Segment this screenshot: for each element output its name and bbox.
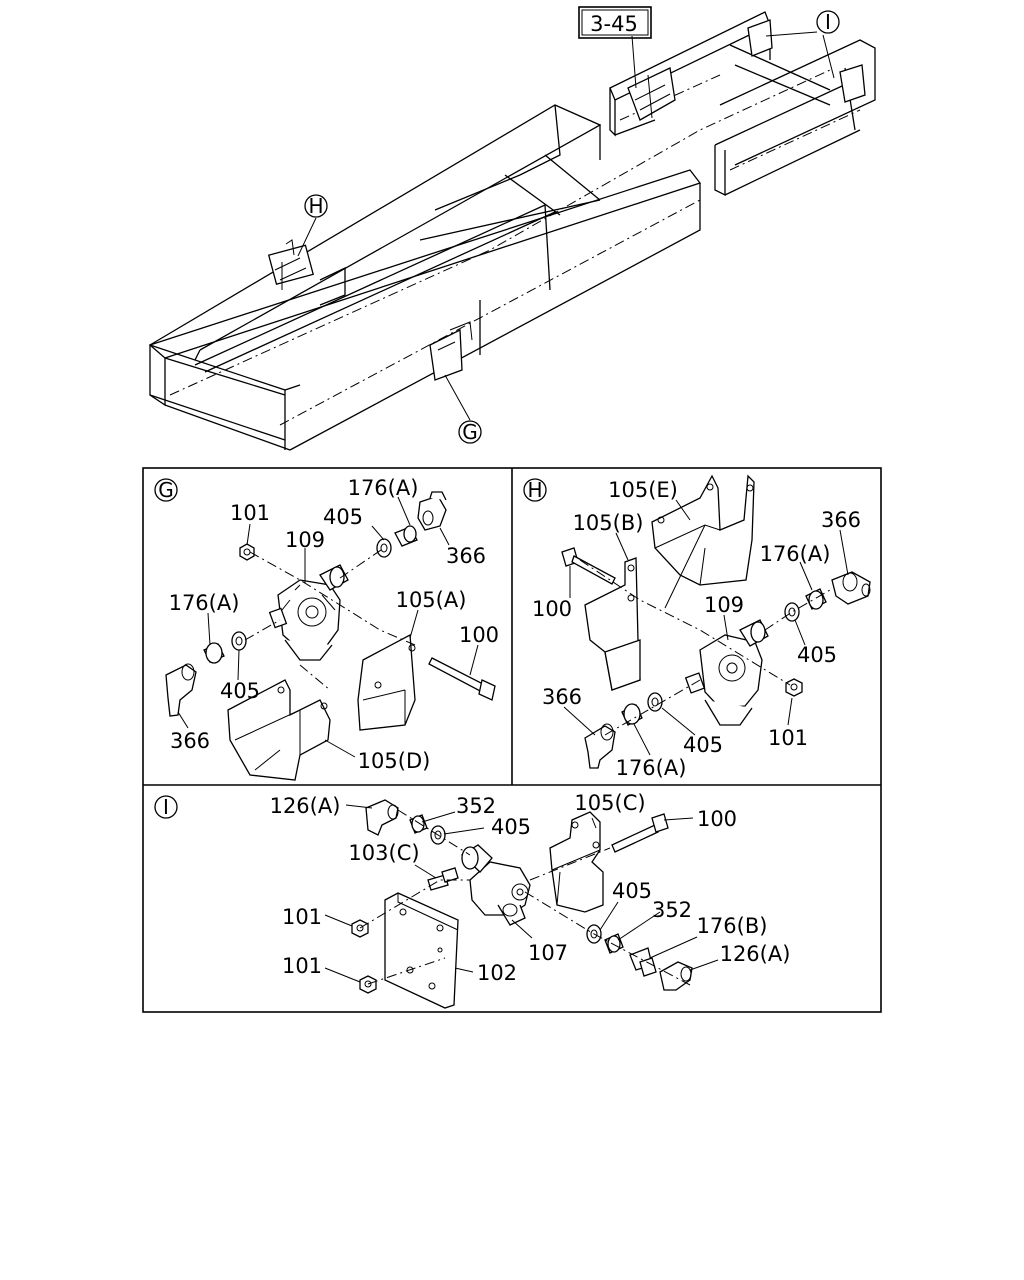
panel-h: H xyxy=(523,474,871,780)
label-366: 366 xyxy=(446,544,486,568)
svg-text:I: I xyxy=(163,795,169,819)
fitting-176a-left xyxy=(203,642,225,664)
label-126a: 126(A) xyxy=(720,942,791,966)
bracket-105a xyxy=(357,633,416,731)
label-352: 352 xyxy=(456,794,496,818)
label-105e: 105(E) xyxy=(608,478,678,502)
fitting-176b xyxy=(629,947,657,977)
bracket-105c xyxy=(549,811,604,913)
relay-valve-109 xyxy=(684,619,769,726)
label-103c: 103(C) xyxy=(348,841,419,865)
fitting-176a-top xyxy=(394,525,418,547)
fitting-176a-bottom xyxy=(621,703,643,726)
valve-assembly-g-location xyxy=(429,321,473,381)
svg-text:G: G xyxy=(158,478,174,502)
panel-h-marker[interactable]: H xyxy=(523,478,547,502)
svg-text:H: H xyxy=(527,478,542,502)
elbow-366-left xyxy=(165,663,197,717)
fitting-176a-top xyxy=(805,588,827,610)
label-405: 405 xyxy=(491,815,531,839)
relay-valve-107 xyxy=(460,844,531,926)
label-109: 109 xyxy=(285,528,325,552)
label-366: 366 xyxy=(170,729,210,753)
elbow-126a-bottom xyxy=(659,961,693,991)
chassis-frame-overview xyxy=(148,11,876,451)
nut-101-bottom xyxy=(359,975,377,994)
detail-panels-frame xyxy=(142,467,882,1013)
label-405: 405 xyxy=(612,879,652,903)
panel-g-marker[interactable]: G xyxy=(154,478,178,502)
overview-marker-g[interactable]: G xyxy=(458,420,482,444)
label-105d: 105(D) xyxy=(358,749,431,773)
panel-g: G xyxy=(154,476,499,781)
label-366: 366 xyxy=(542,685,582,709)
label-101: 101 xyxy=(230,501,270,525)
label-100: 100 xyxy=(532,597,572,621)
label-405: 405 xyxy=(323,505,363,529)
label-405: 405 xyxy=(683,733,723,757)
relay-valve-109 xyxy=(268,564,349,661)
svg-text:G: G xyxy=(462,420,478,444)
label-405: 405 xyxy=(220,679,260,703)
label-176a: 176(A) xyxy=(348,476,419,500)
washer-405-top xyxy=(784,602,800,622)
label-101: 101 xyxy=(768,726,808,750)
valve-assembly-h-location xyxy=(267,239,314,290)
label-109: 109 xyxy=(704,593,744,617)
label-100: 100 xyxy=(697,807,737,831)
bracket-105e xyxy=(651,474,755,586)
label-101: 101 xyxy=(282,905,322,929)
label-405: 405 xyxy=(797,643,837,667)
overview-marker-h[interactable]: H xyxy=(304,194,328,218)
washer-405-left xyxy=(231,631,247,651)
bolt-100 xyxy=(428,657,496,701)
nut-101 xyxy=(239,543,255,561)
svg-text:I: I xyxy=(825,10,831,34)
fitting-352-top xyxy=(409,814,428,834)
reference-box[interactable]: 3-45 xyxy=(578,6,652,39)
label-100: 100 xyxy=(459,623,499,647)
bolt-100 xyxy=(561,547,616,585)
elbow-366-top xyxy=(831,571,871,605)
elbow-366-top xyxy=(417,491,447,531)
label-101: 101 xyxy=(282,954,322,978)
plate-102 xyxy=(384,892,459,1009)
label-105a: 105(A) xyxy=(396,588,467,612)
panel-i: I xyxy=(154,791,791,1009)
panel-i-marker[interactable]: I xyxy=(154,795,178,819)
svg-text:H: H xyxy=(308,194,323,218)
nut-101 xyxy=(785,678,803,697)
fitting-352-mid xyxy=(604,933,624,954)
label-366: 366 xyxy=(821,508,861,532)
washer-405-top xyxy=(376,538,392,558)
reference-page-label: 3-45 xyxy=(590,12,638,36)
overview-marker-i[interactable]: I xyxy=(816,10,840,34)
label-176b: 176(B) xyxy=(697,914,768,938)
valve-assembly-rear-right xyxy=(747,19,866,103)
label-176a: 176(A) xyxy=(760,542,831,566)
label-176a: 176(A) xyxy=(169,591,240,615)
label-176a: 176(A) xyxy=(616,756,687,780)
label-352: 352 xyxy=(652,898,692,922)
label-105b: 105(B) xyxy=(573,511,644,535)
bolt-103c xyxy=(427,867,459,891)
label-107: 107 xyxy=(528,941,568,965)
elbow-126a-top xyxy=(365,799,399,836)
bracket-105d xyxy=(227,679,331,781)
elbow-366-bottom xyxy=(584,723,616,769)
label-102: 102 xyxy=(477,961,517,985)
washer-405-bottom xyxy=(647,692,663,712)
nut-101-top xyxy=(351,919,369,938)
bolt-100 xyxy=(611,813,669,853)
label-105c: 105(C) xyxy=(574,791,645,815)
valve-assembly-rear-left xyxy=(627,67,676,121)
label-126a: 126(A) xyxy=(270,794,341,818)
